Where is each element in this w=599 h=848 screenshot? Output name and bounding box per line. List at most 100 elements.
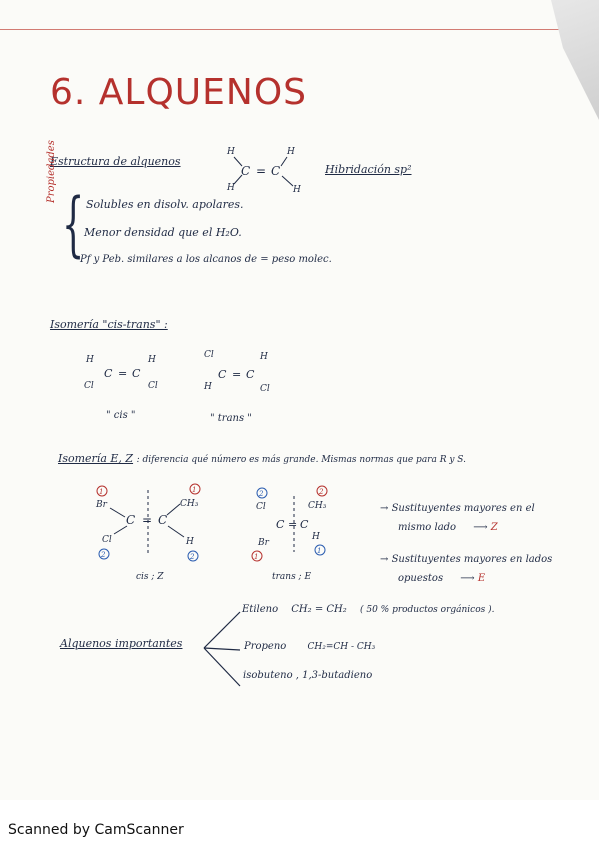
trans-h1: H bbox=[259, 352, 268, 362]
cistrans-heading: Isomería "cis-trans" : bbox=[50, 318, 168, 331]
trans-c2: C bbox=[246, 368, 255, 381]
z-priority-1: 1 bbox=[99, 488, 103, 496]
e-priority-3: 1 bbox=[254, 553, 258, 561]
cis-cl2: Cl bbox=[148, 381, 158, 391]
trans-structure: Cl H H Cl C = C " trans " bbox=[203, 350, 270, 424]
e-double-bond: = bbox=[288, 518, 297, 531]
trans-label: " trans " bbox=[210, 413, 252, 424]
trans-c1: C bbox=[218, 368, 227, 381]
cis-h1: H bbox=[85, 355, 94, 365]
mol-c1: C bbox=[241, 164, 250, 178]
ez-description: : diferencia qué número es más grande. M… bbox=[136, 455, 466, 465]
importante-name: Propeno bbox=[244, 641, 287, 652]
importantes-bracket bbox=[203, 611, 241, 687]
rule-z-text: Sustituyentes mayores en el bbox=[391, 503, 535, 514]
z-cl: Cl bbox=[102, 535, 112, 545]
propiedad-item: Pf y Peb. similares a los alcanos de = p… bbox=[80, 254, 332, 265]
propiedades-side-label: Propiedades bbox=[46, 140, 57, 203]
ethylene-structure: H H H H C = C bbox=[226, 147, 301, 195]
mol-h1: H bbox=[226, 147, 235, 157]
bond-line bbox=[280, 156, 288, 167]
z-c2: C bbox=[158, 513, 167, 527]
importante-name: isobuteno , 1,3-butadieno bbox=[243, 670, 373, 681]
z-double-bond: = bbox=[142, 513, 152, 527]
z-br: Br bbox=[95, 500, 108, 510]
cis-c1: C bbox=[104, 367, 113, 380]
propiedad-item: Solubles en disolv. apolares. bbox=[86, 198, 244, 211]
importantes-heading: Alquenos importantes bbox=[60, 637, 183, 650]
mol-double-bond: = bbox=[256, 164, 266, 178]
cis-double-bond: = bbox=[118, 367, 127, 380]
rule-z-line1: → Sustituyentes mayores en el bbox=[380, 503, 535, 514]
z-c1: C bbox=[126, 513, 135, 527]
e-cl: Cl bbox=[256, 502, 266, 512]
importante-item-isobuteno: isobuteno , 1,3-butadieno bbox=[243, 670, 372, 681]
bond-line bbox=[109, 507, 126, 518]
z-label: cis ; Z bbox=[136, 572, 164, 582]
importante-formula: CH₂ = CH₂ bbox=[291, 604, 347, 615]
trans-h2: H bbox=[203, 382, 212, 392]
rule-e-result: E bbox=[477, 573, 486, 584]
rule-e-text: Sustituyentes mayores en lados bbox=[391, 554, 553, 565]
page-corner-shadow bbox=[551, 0, 599, 120]
ez-heading-row: Isomería E, Z : diferencia qué número es… bbox=[58, 452, 466, 465]
rule-z-result: Z bbox=[490, 522, 498, 533]
arrow-icon: → bbox=[380, 503, 389, 514]
z-priority-2: 1 bbox=[192, 486, 196, 494]
cis-cl1: Cl bbox=[84, 381, 94, 391]
trans-double-bond: = bbox=[232, 368, 241, 381]
long-arrow-icon: ⟶ bbox=[473, 522, 488, 533]
z-priority-3: 2 bbox=[100, 551, 106, 559]
rule-e-line1: → Sustituyentes mayores en lados bbox=[380, 554, 552, 565]
e-priority-1: 2 bbox=[258, 490, 264, 498]
cis-c2: C bbox=[132, 367, 141, 380]
cis-h2: H bbox=[147, 355, 156, 365]
bond-line bbox=[166, 503, 181, 516]
e-priority-2: 2 bbox=[318, 488, 324, 496]
rule-z-line2: mismo lado ⟶ Z bbox=[398, 522, 498, 533]
page-margin-line bbox=[0, 29, 599, 30]
bond-line bbox=[233, 174, 243, 185]
e-br: Br bbox=[257, 538, 270, 548]
e-isomer-structure: 2 2 1 1 Cl CH₃ Br H C = C trans ; E bbox=[251, 485, 328, 582]
propiedades-brace: { bbox=[62, 183, 85, 265]
rule-e-line2: opuestos ⟶ E bbox=[398, 573, 485, 584]
trans-cl2: Cl bbox=[260, 384, 270, 394]
cis-label: " cis " bbox=[106, 410, 136, 421]
mol-c2: C bbox=[271, 164, 280, 178]
ez-heading: Isomería E, Z bbox=[58, 452, 134, 465]
rule-z-text2: mismo lado bbox=[398, 522, 457, 533]
e-c1: C bbox=[276, 518, 285, 531]
bond-line bbox=[113, 525, 128, 535]
importante-item-etileno: Etileno CH₂ = CH₂ ( 50 % productos orgán… bbox=[242, 604, 495, 615]
hibridacion-label: Hibridación sp² bbox=[325, 163, 412, 176]
scanner-watermark: Scanned by CamScanner bbox=[8, 822, 184, 838]
mol-h3: H bbox=[226, 183, 235, 193]
cis-structure: H H Cl Cl C = C " cis " bbox=[84, 355, 158, 421]
mol-h4: H bbox=[292, 185, 301, 195]
propiedad-item: Menor densidad que el H₂O. bbox=[84, 226, 242, 239]
trans-cl1: Cl bbox=[204, 350, 214, 360]
e-h: H bbox=[311, 532, 320, 542]
rule-e-text2: opuestos bbox=[398, 573, 444, 584]
e-ch3: CH₃ bbox=[308, 501, 327, 511]
bond-line bbox=[281, 175, 294, 187]
notebook-page: 6. ALQUENOS Estructura de alquenos H H H… bbox=[0, 0, 599, 687]
importante-note: ( 50 % productos orgánicos ). bbox=[359, 605, 495, 615]
z-priority-4: 2 bbox=[189, 553, 195, 561]
bond-line bbox=[167, 525, 185, 538]
z-ch3: CH₃ bbox=[180, 499, 199, 509]
importante-formula: CH₂=CH - CH₃ bbox=[307, 642, 376, 652]
long-arrow-icon: ⟶ bbox=[460, 573, 475, 584]
importante-item-propeno: Propeno CH₂=CH - CH₃ bbox=[244, 641, 375, 652]
z-h: H bbox=[185, 537, 194, 547]
arrow-icon: → bbox=[380, 554, 389, 565]
mol-h2: H bbox=[286, 147, 295, 157]
bond-line bbox=[233, 156, 243, 167]
estructura-heading: Estructura de alquenos bbox=[50, 155, 181, 168]
importante-name: Etileno bbox=[242, 604, 279, 615]
page-title: 6. ALQUENOS bbox=[50, 72, 308, 113]
z-isomer-structure: 1 1 2 2 Br CH₃ Cl H C = C cis ; Z bbox=[95, 483, 201, 582]
e-label: trans ; E bbox=[272, 572, 311, 582]
e-priority-4: 1 bbox=[317, 547, 321, 555]
